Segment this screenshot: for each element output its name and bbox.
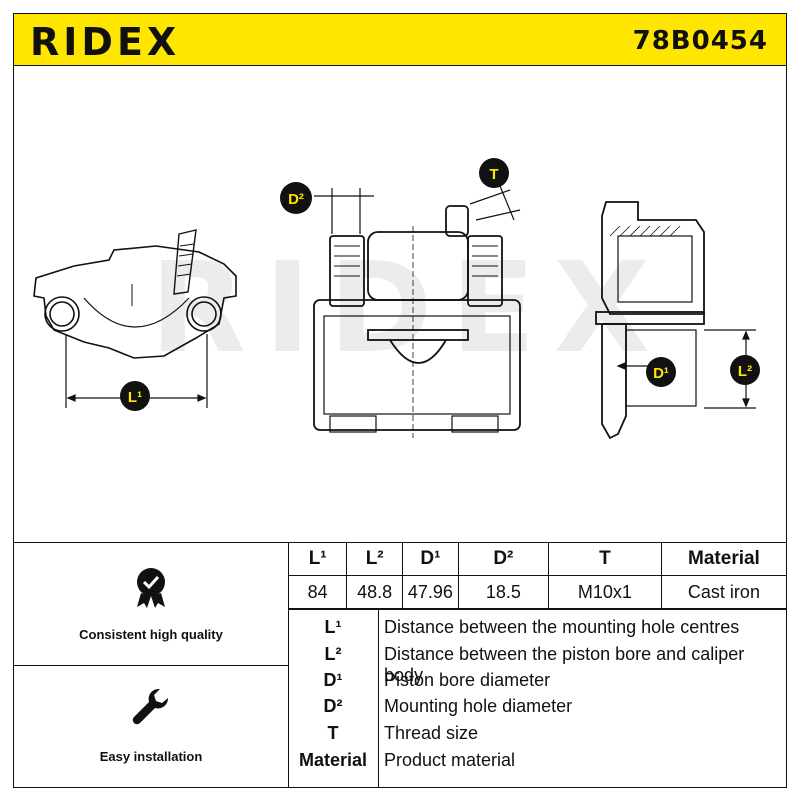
legend-desc: Distance between the piston bore and cal…	[384, 644, 745, 685]
caliper-front-view	[313, 205, 521, 438]
spec-header: D¹	[402, 543, 459, 576]
legend-divider	[378, 610, 379, 788]
header-bar: RIDEX 78B0454	[13, 13, 787, 66]
callout-d1: D¹	[646, 357, 676, 387]
svg-text:L¹: L¹	[128, 389, 142, 406]
caliper-drawing: RIDEX	[33, 158, 760, 440]
spec-value: 47.96	[402, 575, 459, 609]
quality-badge-icon	[137, 568, 165, 608]
wrench-icon	[132, 688, 169, 725]
legend-key: D¹	[323, 670, 343, 690]
legend-row: L² Distance between the piston bore and …	[288, 644, 786, 685]
spec-value: Cast iron	[660, 575, 786, 609]
d2-dimension	[314, 188, 374, 234]
legend-row: Material Product material	[288, 750, 786, 776]
spec-header: L¹	[287, 543, 348, 576]
legend-desc: Distance between the mounting hole centr…	[384, 617, 740, 637]
spec-value: 48.8	[346, 575, 403, 609]
feature-column: Consistent high quality Easy installatio…	[14, 543, 289, 787]
technical-drawing: RIDEX	[13, 66, 787, 542]
legend-row: L¹ Distance between the mounting hole ce…	[288, 617, 786, 643]
spec-header-row: L¹ L² D¹ D² T Material	[287, 543, 786, 576]
legend-desc: Thread size	[384, 723, 479, 743]
feature-label: Easy installation	[99, 749, 203, 764]
legend-key: Material	[298, 750, 368, 770]
spec-panel: Consistent high quality Easy installatio…	[13, 542, 787, 788]
spec-table: L¹ L² D¹ D² T Material 84 48.8 47.96 18.…	[287, 543, 786, 609]
spec-header: Material	[660, 543, 786, 576]
legend-row: D² Mounting hole diameter	[288, 696, 786, 722]
spec-header: D²	[457, 543, 549, 576]
caliper-section-view	[595, 201, 705, 440]
callout-t: T	[479, 158, 509, 188]
spec-value: 84	[287, 575, 348, 609]
spec-header: T	[547, 543, 662, 576]
t-dimension	[469, 185, 521, 221]
spec-header: L²	[346, 543, 403, 576]
legend-row: D¹ Piston bore diameter	[288, 670, 786, 696]
legend-key: L²	[324, 644, 342, 664]
legend-row: T Thread size	[288, 723, 786, 749]
legend-key: L¹	[324, 617, 342, 637]
feature-label: Consistent high quality	[79, 627, 223, 642]
l2-dimension	[616, 329, 756, 409]
legend-key: T	[327, 723, 339, 743]
feature-quality: Consistent high quality	[14, 543, 288, 666]
svg-text:D¹: D¹	[653, 365, 669, 382]
svg-text:D²: D²	[288, 191, 304, 208]
feature-installation: Easy installation	[14, 665, 288, 787]
legend-desc: Piston bore diameter	[384, 670, 551, 690]
svg-text:L²: L²	[738, 363, 752, 380]
watermark: RIDEX	[150, 236, 668, 381]
legend-desc: Product material	[384, 750, 516, 770]
caliper-side-view	[33, 229, 237, 359]
callout-d2: D²	[280, 182, 312, 214]
part-number: 78B0454	[632, 26, 768, 56]
callout-l2: L²	[730, 355, 760, 385]
svg-text:T: T	[489, 166, 498, 183]
spec-value: M10x1	[547, 575, 662, 609]
spec-value: 18.5	[457, 575, 549, 609]
callout-l1: L¹	[120, 381, 150, 411]
legend-desc: Mounting hole diameter	[384, 696, 573, 716]
legend-table: L¹ Distance between the mounting hole ce…	[288, 609, 786, 788]
brand-logo: RIDEX	[30, 20, 181, 64]
spec-value-row: 84 48.8 47.96 18.5 M10x1 Cast iron	[287, 575, 786, 609]
legend-key: D²	[323, 696, 343, 716]
